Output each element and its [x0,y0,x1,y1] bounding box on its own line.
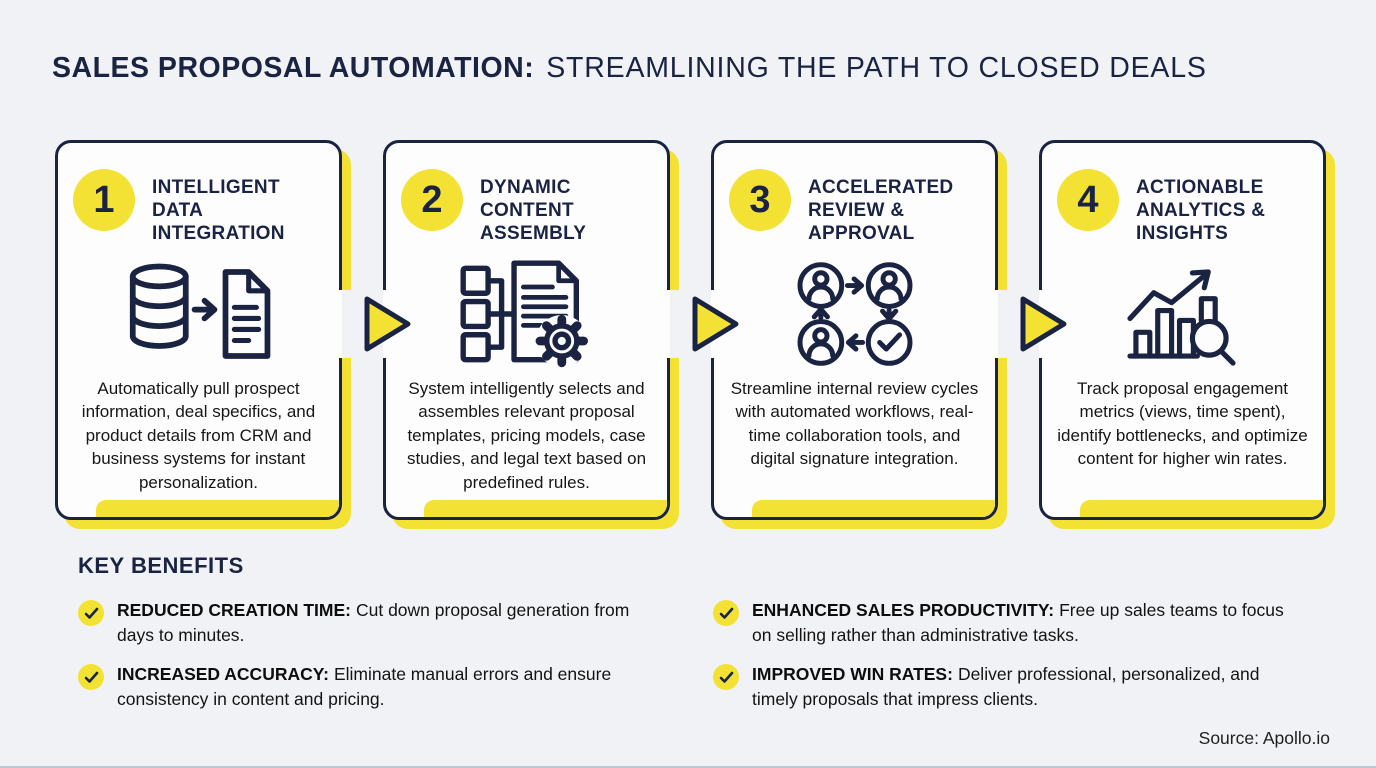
step-number-badge: 2 [401,169,463,231]
benefit-label: REDUCED CREATION TIME: [117,600,351,620]
card-accent-tab [1080,500,1323,517]
checkmark-icon [713,664,739,690]
step-title: INTELLIGENT DATA INTEGRATION [152,177,285,245]
step-connector-2-3 [662,290,744,358]
step-title: DYNAMIC CONTENT ASSEMBLY [480,177,587,245]
benefit-description: Deliver professional, personalized, and … [752,664,1260,709]
database-transfer-icon [58,255,339,373]
arrow-right-icon [1020,296,1067,352]
step-number: 4 [1077,178,1099,221]
step-description: Automatically pull prospect information,… [81,379,316,492]
benefit-item-increased-accuracy: INCREASED ACCURACY:Eliminate manual erro… [78,662,653,712]
approval-workflow-icon [714,255,995,373]
benefit-label: ENHANCED SALES PRODUCTIVITY: [752,600,1055,620]
arrow-right-icon [692,296,739,352]
step-card-accelerated-review-approval: 3 ACCELERATED REVIEW & APPROVAL [711,140,998,520]
page-title-subtitle: STREAMLINING THE PATH TO CLOSED DEALS [546,52,1207,84]
source-attribution: Source: Apollo.io [1198,728,1330,748]
benefit-description: Free up sales teams to focus on selling … [752,600,1284,645]
step-title: ACCELERATED REVIEW & APPROVAL [808,177,954,245]
step-number: 3 [749,178,771,221]
benefit-text: REDUCED CREATION TIME:Cut down proposal … [117,598,653,648]
benefit-text: INCREASED ACCURACY:Eliminate manual erro… [117,662,653,712]
checkmark-icon [713,600,739,626]
page-title-emphasis: SALES PROPOSAL AUTOMATION: [52,52,535,84]
card-accent-tab [96,500,339,517]
benefit-description: Eliminate manual errors and ensure consi… [117,664,612,709]
checkmark-icon [78,600,104,626]
step-connector-3-4 [990,290,1072,358]
benefits-heading: KEY BENEFITS [78,553,244,578]
step-card-actionable-analytics-insights: 4 ACTIONABLE ANALYTICS & INSIGHTS Track … [1039,140,1326,520]
benefit-label: IMPROVED WIN RATES: [752,664,953,684]
benefit-item-enhanced-sales-productivity: ENHANCED SALES PRODUCTIVITY:Free up sale… [713,598,1303,648]
step-number: 2 [421,178,443,221]
step-number: 1 [93,178,115,221]
card-accent-tab [752,500,995,517]
step-card-dynamic-content-assembly: 2 DYNAMIC CONTENT ASSEMBLY System intell… [383,140,670,520]
benefit-item-reduced-creation-time: REDUCED CREATION TIME:Cut down proposal … [78,598,653,648]
card-accent-tab [424,500,667,517]
benefit-description: Cut down proposal generation from days t… [117,600,630,645]
benefit-text: IMPROVED WIN RATES:Deliver professional,… [752,662,1303,712]
bottom-edge-line [0,766,1376,768]
step-description: System intelligently selects and assembl… [406,379,647,492]
page-title: SALES PROPOSAL AUTOMATION: STREAMLINING T… [52,52,1207,85]
step-connector-1-2 [334,290,416,358]
analytics-search-icon [1042,255,1323,373]
step-number-badge: 4 [1057,169,1119,231]
checkmark-icon [78,664,104,690]
step-title: ACTIONABLE ANALYTICS & INSIGHTS [1136,177,1266,245]
benefit-item-improved-win-rates: IMPROVED WIN RATES:Deliver professional,… [713,662,1303,712]
content-assembly-icon [386,255,667,373]
step-number-badge: 3 [729,169,791,231]
step-description: Track proposal engagement metrics (views… [1057,379,1308,469]
step-card-intelligent-data-integration: 1 INTELLIGENT DATA INTEGRATION Automatic… [55,140,342,520]
step-number-badge: 1 [73,169,135,231]
step-description: Streamline internal review cycles with a… [730,379,979,469]
benefit-label: INCREASED ACCURACY: [117,664,329,684]
arrow-right-icon [364,296,411,352]
benefit-text: ENHANCED SALES PRODUCTIVITY:Free up sale… [752,598,1303,648]
